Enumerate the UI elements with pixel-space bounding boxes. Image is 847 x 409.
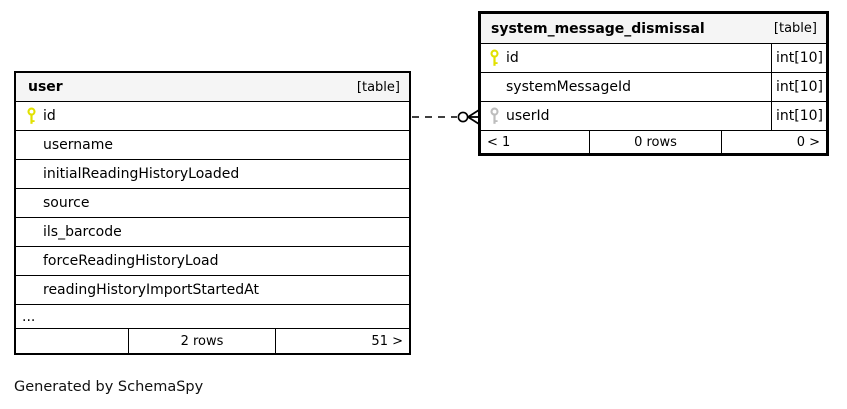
column-name: userId [506,108,550,124]
column-name: id [43,108,56,124]
column-row: systemMessageId int[10] [481,73,826,102]
system-message-dismissal-table[interactable]: system_message_dismissal [table] id int[… [478,11,829,156]
user-table-footer: 2 rows 51 > [16,329,409,353]
column-type: int[10] [771,102,826,130]
column-name: ils_barcode [43,224,122,240]
table-tag: [table] [356,79,400,95]
smd-table-header[interactable]: system_message_dismissal [table] [481,14,826,44]
child-count: 0 > [721,131,826,153]
foreign-key-icon [489,107,506,125]
column-name: id [506,50,519,66]
column-name: systemMessageId [506,79,631,95]
row-count: 2 rows [128,329,275,353]
crow-foot-icon [467,109,480,125]
column-row: forceReadingHistoryLoad [16,247,409,276]
key-spacer [26,136,43,154]
key-spacer [26,165,43,183]
column-name: username [43,137,113,153]
column-row: initialReadingHistoryLoaded [16,160,409,189]
column-name: forceReadingHistoryLoad [43,253,219,269]
column-type: int[10] [771,44,826,72]
table-name: user [28,79,63,95]
column-name: source [43,195,90,211]
parent-count [16,329,128,353]
more-columns-ellipsis: ... [16,305,409,329]
column-row: ils_barcode [16,218,409,247]
generator-caption: Generated by SchemaSpy [14,379,204,395]
table-tag: [table] [773,21,817,36]
column-name: initialReadingHistoryLoaded [43,166,240,182]
user-table[interactable]: user [table] id username initialReadingH… [14,71,411,355]
child-count: 51 > [275,329,409,353]
smd-table-footer: < 1 0 rows 0 > [481,131,826,153]
column-row: readingHistoryImportStartedAt [16,276,409,305]
column-row: source [16,189,409,218]
key-spacer [26,252,43,270]
key-spacer [489,78,506,96]
zero-cardinality-circle-icon [457,111,469,123]
column-row: id [16,102,409,131]
key-spacer [26,281,43,299]
key-spacer [26,194,43,212]
primary-key-icon [26,107,43,125]
column-name: readingHistoryImportStartedAt [43,282,259,298]
table-name: system_message_dismissal [491,20,705,37]
relationship-connector [412,109,480,125]
user-table-header[interactable]: user [table] [16,73,409,102]
key-spacer [26,223,43,241]
primary-key-icon [489,49,506,67]
row-count: 0 rows [589,131,721,153]
column-type: int[10] [771,73,826,101]
parent-count: < 1 [487,134,511,150]
column-row: userId int[10] [481,102,826,131]
column-row: username [16,131,409,160]
column-row: id int[10] [481,44,826,73]
